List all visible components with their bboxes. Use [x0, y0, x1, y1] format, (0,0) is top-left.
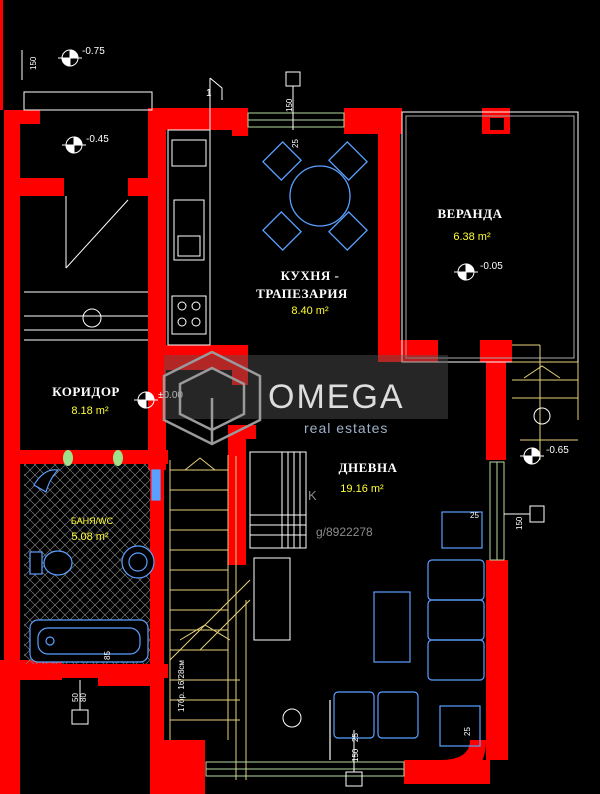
dim-25-b: 25 — [470, 511, 479, 520]
dimension-boxes — [71, 71, 545, 787]
dim-left-150: 150 — [29, 56, 38, 70]
dim-top-150: 150 — [285, 98, 294, 112]
kitchen-name-1: КУХНЯ - — [281, 268, 340, 283]
veranda-name: ВЕРАНДА — [438, 206, 503, 221]
dim-right-150: 150 — [515, 516, 524, 530]
kitchen-area: 8.40 m² — [291, 305, 329, 317]
bathroom-area: 5.08 m² — [71, 531, 109, 543]
living-area: 19.16 m² — [340, 483, 384, 495]
corridor-name: КОРИДОР — [52, 384, 120, 399]
dim-stair: 17бр. 16/28см — [177, 660, 186, 712]
living-furniture — [329, 511, 485, 760]
light-right — [113, 450, 123, 466]
dim-25-c: 25 — [351, 733, 360, 742]
bathroom-fixtures — [29, 469, 161, 663]
dim-80: 80 — [79, 693, 88, 702]
walls — [0, 0, 512, 794]
level-right: -0.65 — [546, 445, 569, 456]
watermark: OMEGA real estates g/8922278 K — [162, 350, 448, 539]
kitchen-name-2: ТРАПЕЗАРИЯ — [256, 286, 348, 301]
watermark-sub: real estates — [304, 420, 388, 436]
level-veranda: -0.05 — [480, 261, 503, 272]
section-mark: 1 — [206, 88, 212, 99]
watermark-letter: K — [308, 488, 317, 503]
dining-set — [261, 140, 369, 252]
cad-lines — [21, 50, 579, 780]
dim-25-d: 25 — [463, 727, 472, 736]
living-name: ДНЕВНА — [339, 460, 398, 475]
corridor-area: 8.18 m² — [71, 405, 109, 417]
watermark-brand: OMEGA — [268, 378, 405, 416]
dim-25-a: 25 — [291, 139, 300, 148]
dim-50: 50 — [71, 693, 80, 702]
level-corridor: ±0.00 — [158, 390, 183, 401]
level-entrance: -0.45 — [86, 134, 109, 145]
watermark-url: g/8922278 — [316, 525, 373, 539]
dim-85: 85 — [103, 651, 112, 660]
light-left — [63, 450, 73, 466]
omega-logo-icon — [162, 350, 262, 446]
level-top-left: -0.75 — [82, 46, 105, 57]
bathroom-name: БАНЯ/WC — [71, 516, 114, 526]
dim-bottom-150: 150 — [351, 748, 360, 762]
level-markers — [58, 49, 551, 728]
veranda-area: 6.38 m² — [453, 231, 491, 243]
